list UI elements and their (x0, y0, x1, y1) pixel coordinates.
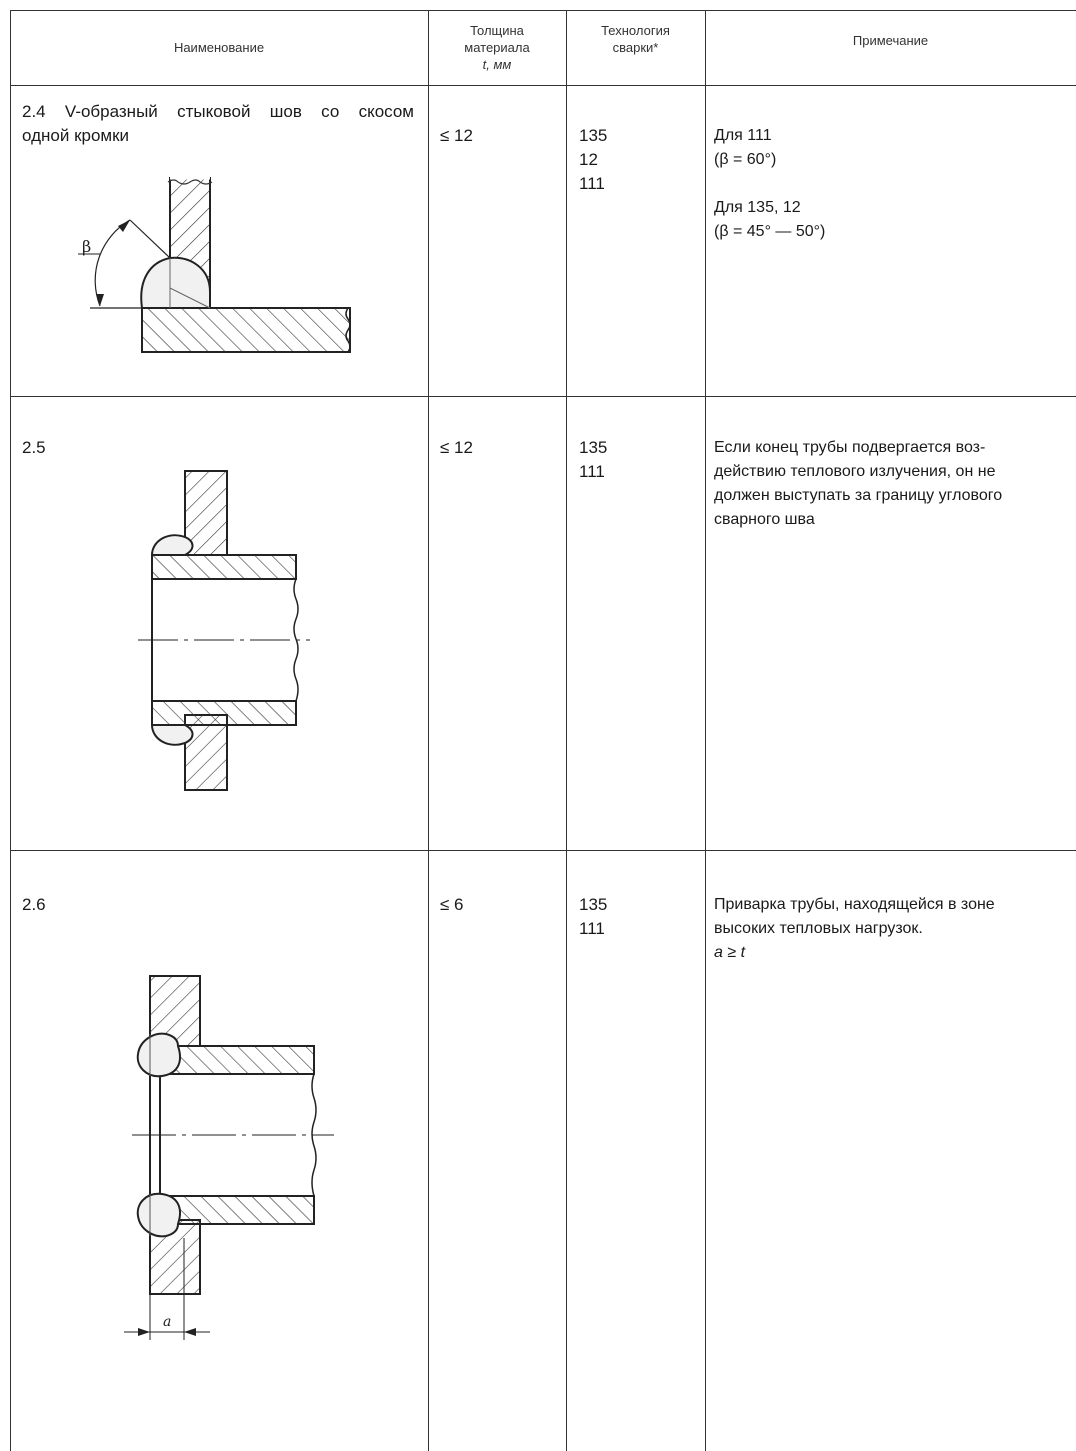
weld-bead (140, 256, 211, 309)
process-list: 135 111 (579, 895, 608, 938)
plate-inner (149, 1069, 161, 1197)
weld-bead-top (136, 1032, 181, 1078)
bevel-line (129, 219, 171, 259)
note-text: Приварка трубы, находящейся в зоне высок… (714, 896, 995, 961)
dimension-label: a (163, 1314, 171, 1330)
weld-bead-bottom (136, 1192, 181, 1238)
row-divider (10, 850, 1076, 851)
header-divider (10, 85, 1076, 86)
plate-bottom (184, 714, 228, 791)
thickness-value: ≤ 12 (440, 438, 473, 457)
row-divider (10, 396, 1076, 397)
header-thickness: Толщина материала t, мм (464, 23, 530, 72)
column-divider (428, 10, 429, 1451)
process-list: 135 12 111 (579, 126, 608, 193)
horizontal-plate (141, 307, 351, 353)
angle-arc (94, 219, 131, 307)
weld-diagram-single-bevel: β (78, 176, 351, 353)
note-text: Если конец трубы подвергается воз- дейст… (714, 439, 1003, 528)
weld-bead-bottom (150, 724, 194, 746)
row-title: 2.5 (22, 438, 46, 457)
header-note: Примечание (852, 33, 929, 48)
pipe-wall-bottom (151, 700, 297, 726)
row-title: 2.6 (22, 895, 46, 914)
angle-label: β (82, 237, 91, 256)
table-border-left (10, 10, 11, 1451)
table-border-top (10, 10, 1076, 11)
weld-bead-top (150, 534, 194, 556)
note-text: Для 111 (β = 60°) Для 135, 12 (β = 45° —… (714, 127, 826, 240)
pipe-weld-diagram-heat-zone: a (124, 975, 334, 1340)
column-divider (705, 10, 706, 1451)
thickness-value: ≤ 6 (440, 895, 464, 914)
header-technology: Технология сварки* (601, 23, 670, 55)
thickness-value: ≤ 12 (440, 126, 473, 145)
pipe-wall-top (151, 554, 297, 580)
column-divider (566, 10, 567, 1451)
plate-top (184, 470, 228, 556)
row-title: 2.4 V-образный стыковой шов со скосом од… (22, 102, 414, 145)
pipe-weld-diagram (138, 470, 310, 791)
process-list: 135 111 (579, 438, 608, 481)
header-name: Наименование (173, 40, 265, 55)
